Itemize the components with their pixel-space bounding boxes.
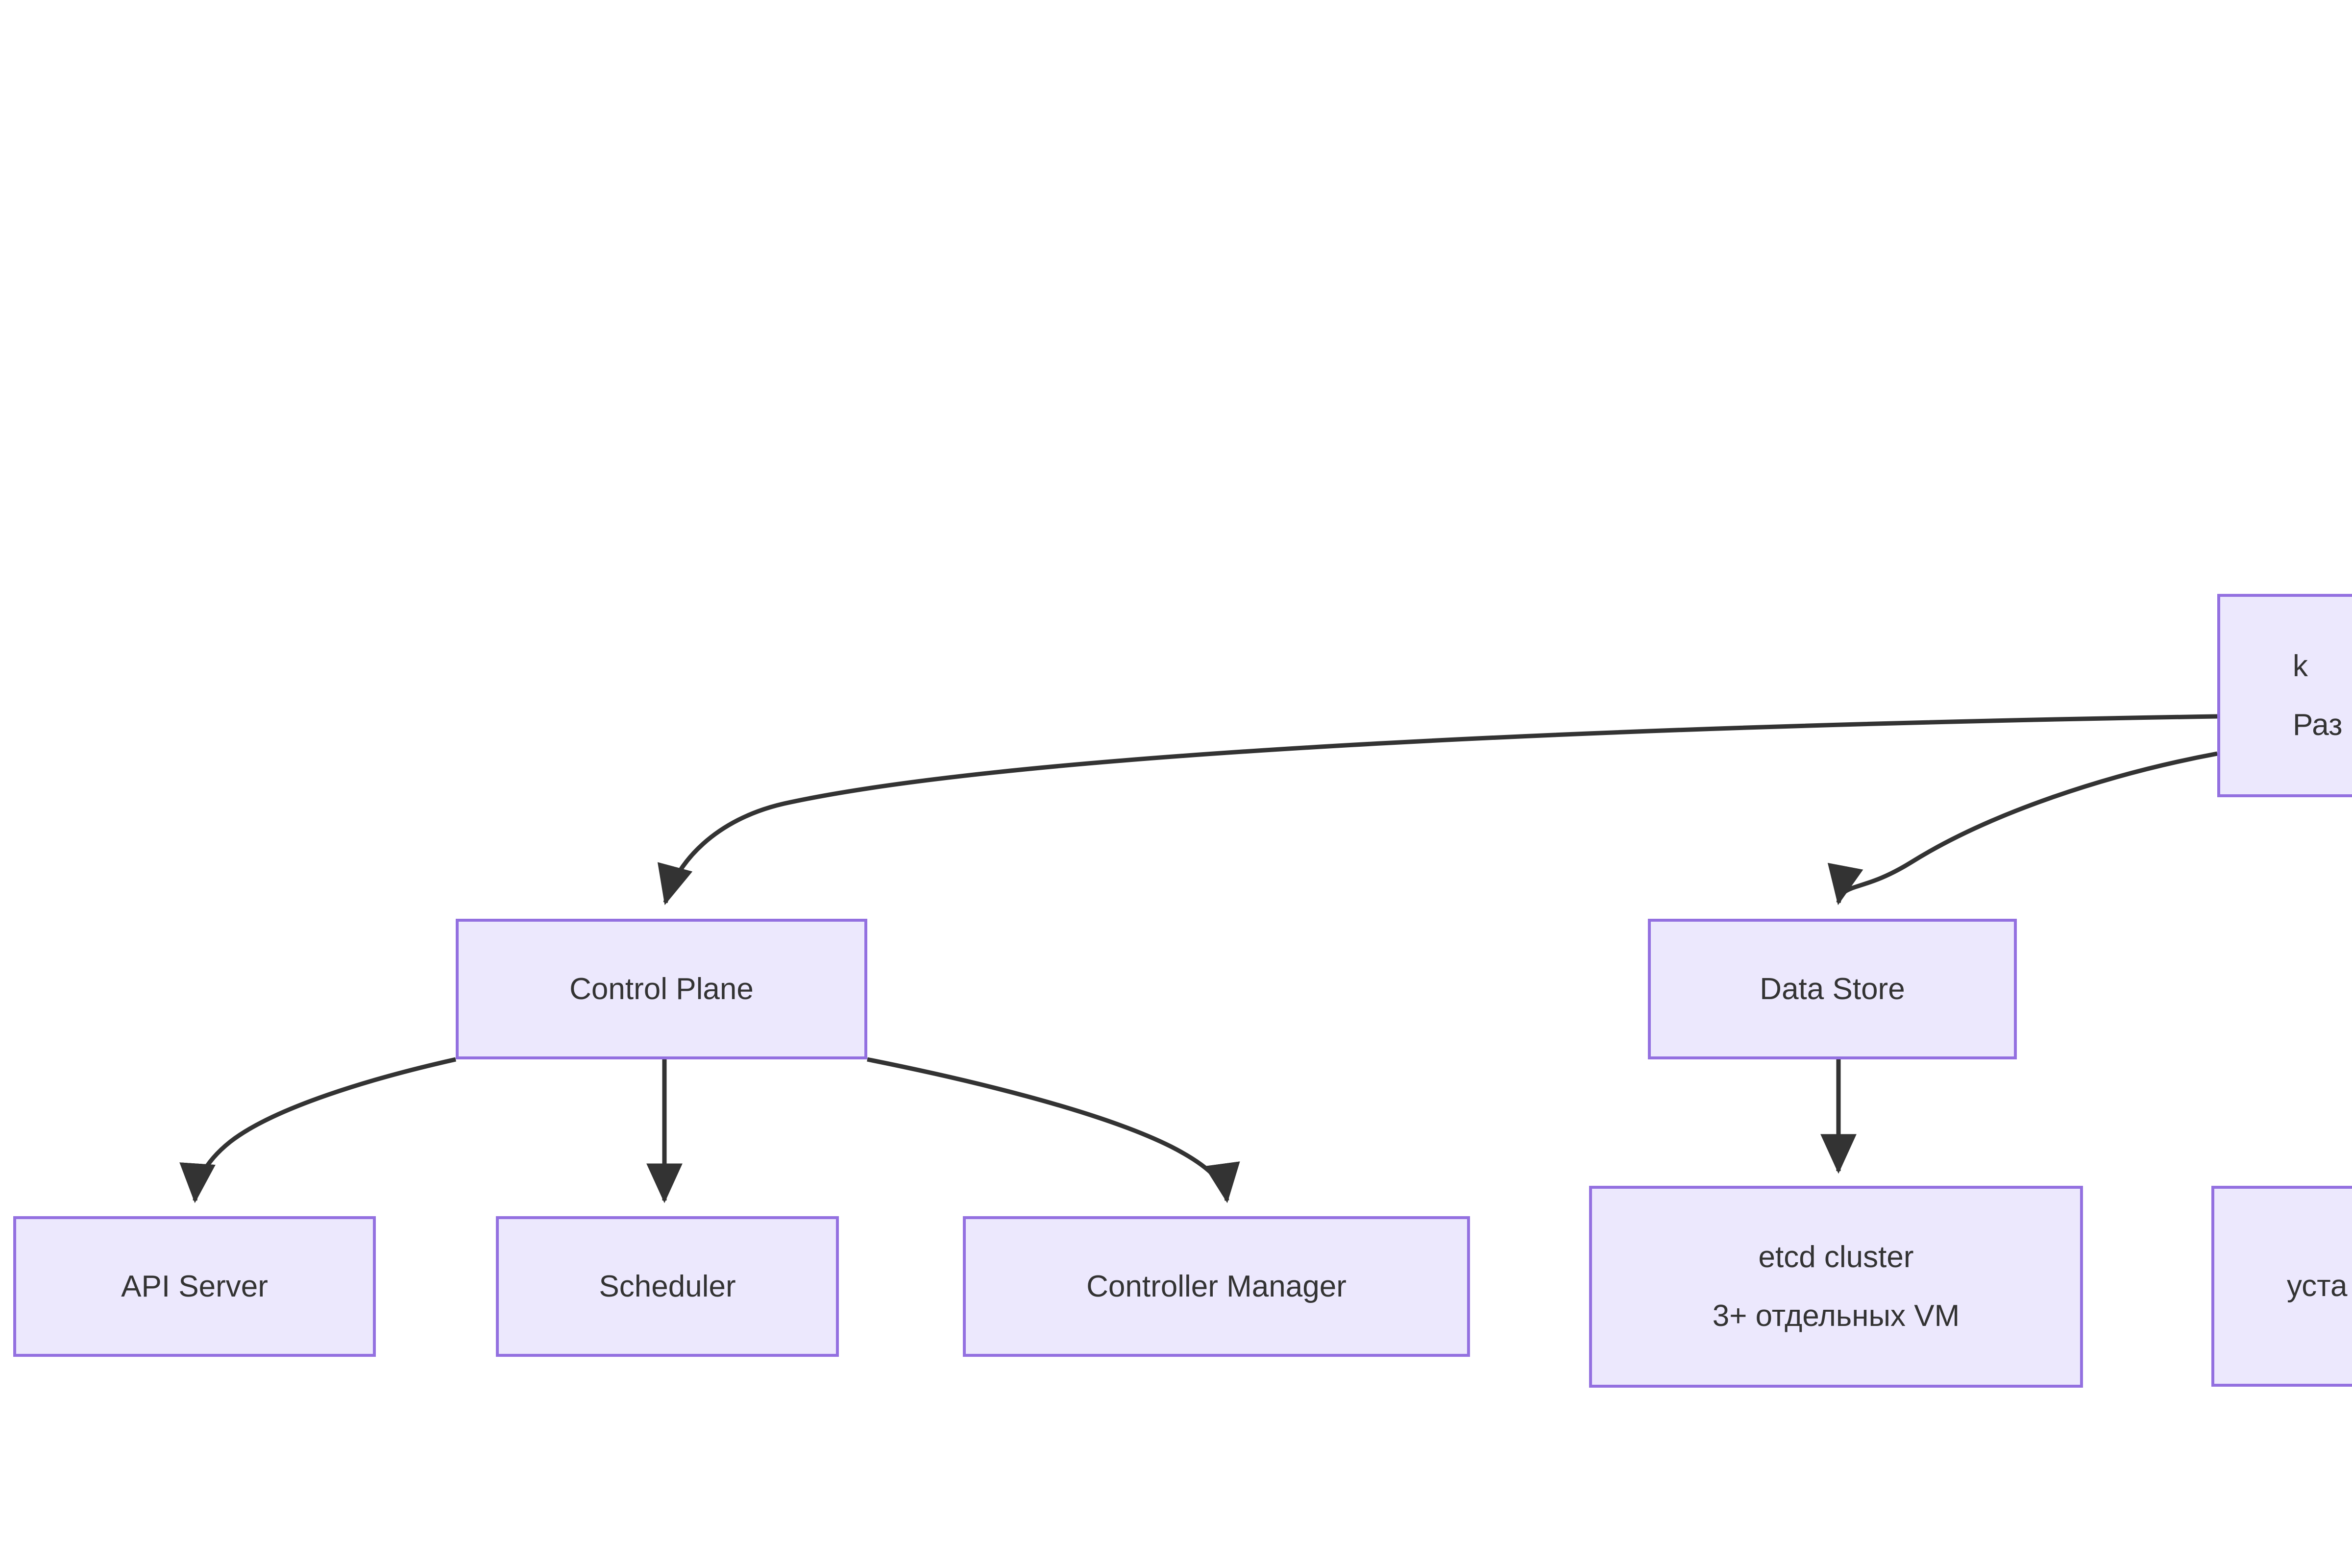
node-scheduler-label: Scheduler: [599, 1269, 736, 1303]
node-etcd-cluster-line-1: etcd cluster: [1758, 1240, 1914, 1274]
node-k8s-root[interactable]: k Раз: [2217, 594, 2352, 797]
node-control-plane-label: Control Plane: [569, 972, 754, 1006]
node-etcd-cluster[interactable]: etcd cluster 3+ отдельных VM: [1589, 1186, 2083, 1388]
node-scheduler[interactable]: Scheduler: [496, 1216, 839, 1357]
node-k8s-root-line-1: k: [2293, 649, 2308, 683]
edge-control-plane-to-api-server: [179, 1057, 456, 1203]
node-install-label: уста: [2287, 1269, 2348, 1303]
node-install[interactable]: уста: [2211, 1186, 2352, 1387]
node-api-server[interactable]: API Server: [13, 1216, 376, 1357]
node-data-store[interactable]: Data Store: [1648, 919, 2017, 1059]
node-etcd-cluster-line-2: 3+ отдельных VM: [1712, 1299, 1960, 1333]
node-k8s-root-line-2: Раз: [2293, 708, 2343, 742]
node-controller-manager-label: Controller Manager: [1086, 1269, 1347, 1303]
node-controller-manager[interactable]: Controller Manager: [963, 1216, 1470, 1357]
edge-k8s-root-to-control-plane: [658, 714, 2218, 906]
edge-k8s-root-to-data-store: [1827, 751, 2218, 906]
node-data-store-label: Data Store: [1760, 972, 1905, 1006]
node-control-plane[interactable]: Control Plane: [456, 919, 867, 1059]
node-api-server-label: API Server: [121, 1269, 268, 1303]
edge-control-plane-to-controller-manager: [867, 1057, 1240, 1203]
